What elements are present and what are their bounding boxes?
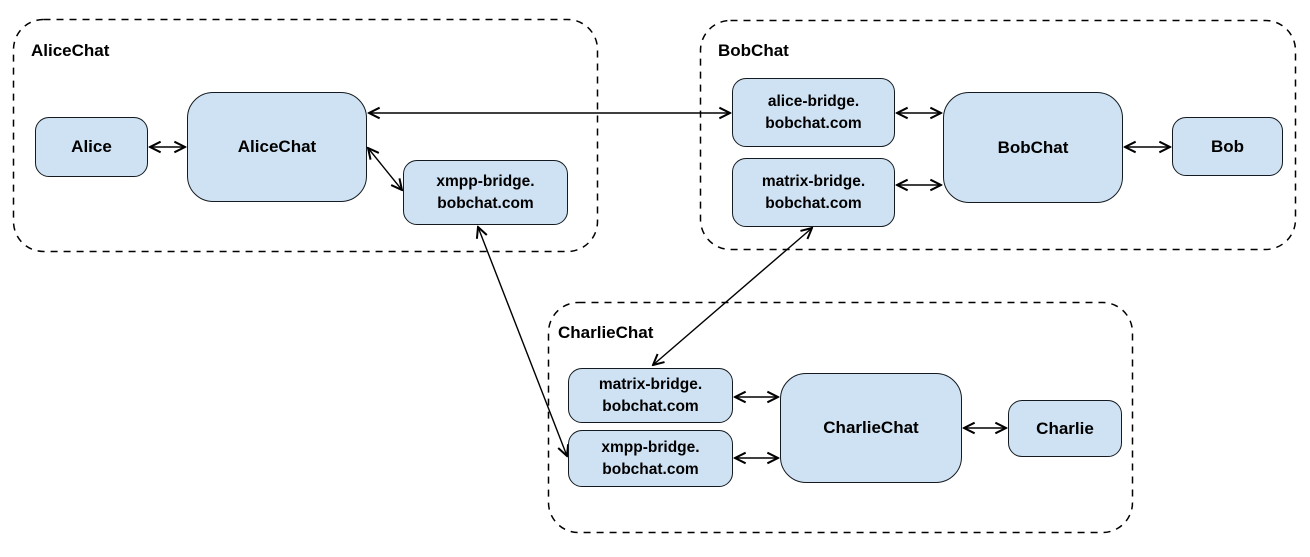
node-bob-alice-bridge: alice-bridge. bobchat.com [732, 78, 895, 147]
node-bob-label: Bob [1210, 136, 1245, 156]
node-alicechat-server: AliceChat [187, 92, 367, 202]
node-charlie-matrix-bridge-line2: bobchat.com [602, 397, 699, 415]
node-charlie-xmpp-bridge-line1: xmpp-bridge. [601, 438, 700, 456]
bobchat-group-label: BobChat [718, 41, 789, 60]
node-alicechat-server-label: AliceChat [237, 137, 317, 156]
node-charlie: Charlie [1008, 400, 1122, 457]
edge-alicexmpp-charliexmpp-arrow [478, 227, 567, 456]
alicechat-group-label: AliceChat [31, 41, 110, 60]
node-bob-alice-bridge-line2: bobchat.com [765, 114, 862, 132]
node-charliechat-server-label: CharlieChat [823, 418, 919, 437]
edge-alicechat-xmppbridge-arrow [368, 148, 402, 190]
node-bob-matrix-bridge-line2: bobchat.com [765, 194, 862, 212]
node-charliechat-server: CharlieChat [780, 373, 962, 483]
node-alice-xmpp-bridge: xmpp-bridge. bobchat.com [403, 160, 568, 225]
edge-bobmatrix-charliematrix-arrow [653, 228, 812, 365]
node-charlie-xmpp-bridge: xmpp-bridge. bobchat.com [568, 430, 733, 487]
node-bob-alice-bridge-line1: alice-bridge. [767, 92, 860, 110]
node-alice-xmpp-bridge-line2: bobchat.com [437, 194, 534, 212]
node-charlie-matrix-bridge-line1: matrix-bridge. [598, 375, 703, 393]
node-charlie-xmpp-bridge-line2: bobchat.com [602, 460, 699, 478]
node-charlie-matrix-bridge: matrix-bridge. bobchat.com [568, 368, 733, 423]
node-alice-label: Alice [71, 137, 112, 156]
alicechat-group-border [12, 18, 599, 253]
node-bob: Bob [1172, 117, 1283, 176]
charliechat-group-label: CharlieChat [558, 323, 654, 342]
bobchat-group-border [699, 19, 1297, 251]
node-bobchat-server-label: BobChat [997, 137, 1069, 157]
node-charlie-label: Charlie [1036, 418, 1094, 438]
node-alice-xmpp-bridge-line1: xmpp-bridge. [436, 172, 535, 190]
node-bob-matrix-bridge: matrix-bridge. bobchat.com [732, 158, 895, 227]
node-bob-matrix-bridge-line1: matrix-bridge. [761, 172, 866, 190]
node-bobchat-server: BobChat [943, 92, 1123, 203]
node-alice: Alice [35, 117, 148, 177]
